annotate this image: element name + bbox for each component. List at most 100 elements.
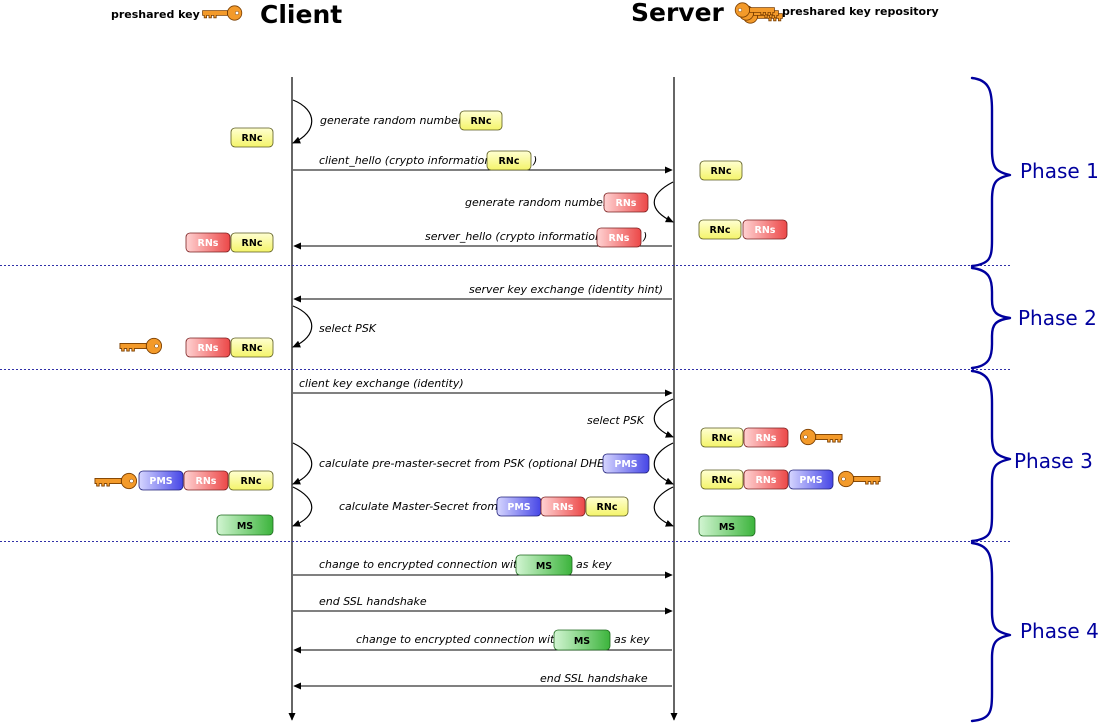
token-rns: RNs	[596, 227, 642, 248]
svg-text:MS: MS	[719, 522, 735, 533]
server-self-arrow	[653, 398, 674, 438]
server-psk-key-icon	[799, 428, 843, 446]
svg-text:RNc: RNc	[712, 433, 733, 444]
client-key-icon	[202, 5, 243, 21]
msg-generate-random-client: generate random number	[320, 114, 464, 127]
token-ms: MS	[515, 554, 573, 576]
server-self-arrow	[653, 181, 674, 223]
phase-4-label: Phase 4	[1020, 619, 1099, 643]
token-pms: PMS	[788, 469, 834, 490]
token-rnc: RNc	[230, 232, 274, 253]
msg-generate-random-server: generate random number	[465, 196, 609, 209]
phase-4-brace	[970, 541, 1012, 723]
token-rns: RNs	[540, 496, 586, 517]
svg-text:RNc: RNc	[710, 225, 731, 236]
svg-text:PMS: PMS	[149, 476, 172, 487]
svg-text:RNs: RNs	[609, 233, 630, 244]
svg-text:RNs: RNs	[198, 238, 219, 249]
svg-text:RNs: RNs	[553, 502, 574, 513]
msg-select-psk-server: select PSK	[587, 414, 645, 427]
token-rnc: RNc	[700, 469, 744, 490]
token-ms: MS	[216, 514, 274, 536]
phase-dividers	[0, 265, 1010, 542]
client-self-arrow	[292, 442, 313, 485]
svg-text:MS: MS	[536, 561, 552, 572]
token-rns: RNs	[742, 219, 788, 240]
client-self-arrow	[292, 99, 313, 144]
token-rns: RNs	[743, 427, 789, 448]
server-psk-key-icon	[837, 470, 881, 488]
phase-3-brace	[970, 369, 1012, 543]
svg-text:RNc: RNc	[241, 476, 262, 487]
server-key-label: preshared key repository	[782, 5, 939, 18]
msg-as-key-2: as key	[614, 633, 650, 646]
client-psk-key-icon	[119, 337, 163, 355]
svg-text:RNs: RNs	[196, 476, 217, 487]
token-ms: MS	[698, 515, 756, 537]
token-rns: RNs	[743, 469, 789, 490]
token-rns: RNs	[183, 470, 229, 491]
svg-text:RNs: RNs	[756, 475, 777, 486]
msg-client-hello: client_hello (crypto information,	[319, 154, 495, 167]
msg-change-encrypted-2: change to encrypted connection with	[356, 633, 561, 646]
msg-calc-pms: calculate pre-master-secret from PSK (op…	[319, 457, 608, 470]
svg-text:RNc: RNc	[242, 238, 263, 249]
token-rnc: RNc	[699, 160, 743, 181]
token-pms: PMS	[496, 496, 542, 517]
phase-2-label: Phase 2	[1018, 306, 1097, 330]
svg-text:RNs: RNs	[616, 198, 637, 209]
svg-text:RNc: RNc	[242, 343, 263, 354]
phase-2-brace	[970, 266, 1012, 370]
client-self-arrow	[292, 305, 313, 348]
token-rnc: RNc	[459, 110, 503, 131]
msg-client-hello-close: )	[532, 154, 537, 167]
msg-server-hello: server_hello (crypto information,	[425, 230, 605, 243]
svg-text:RNs: RNs	[755, 225, 776, 236]
svg-text:RNc: RNc	[499, 156, 520, 167]
client-psk-key-icon	[94, 472, 138, 490]
phase-3-label: Phase 3	[1014, 449, 1093, 473]
phase-1-label: Phase 1	[1020, 159, 1099, 183]
client-title: Client	[260, 0, 342, 29]
token-ms: MS	[553, 629, 611, 651]
token-pms: PMS	[602, 453, 650, 474]
msg-end-ssl-2: end SSL handshake	[540, 672, 648, 685]
svg-text:RNc: RNc	[597, 502, 618, 513]
token-rnc: RNc	[228, 470, 274, 491]
svg-text:RNs: RNs	[198, 343, 219, 354]
server-keyring-icon	[734, 2, 783, 24]
svg-text:RNc: RNc	[471, 116, 492, 127]
token-rns: RNs	[603, 192, 649, 213]
token-pms: PMS	[138, 470, 184, 491]
client-self-arrow	[292, 486, 313, 527]
svg-text:RNc: RNc	[242, 133, 263, 144]
phase-1-brace	[970, 76, 1012, 268]
msg-calc-ms: calculate Master-Secret from	[339, 500, 498, 513]
svg-text:PMS: PMS	[614, 459, 637, 470]
svg-text:MS: MS	[574, 636, 590, 647]
token-rnc: RNc	[230, 127, 274, 148]
server-title: Server	[631, 0, 725, 27]
msg-client-key-exchange: client key exchange (identity)	[299, 377, 464, 390]
token-rnc: RNc	[585, 496, 629, 517]
token-rnc: RNc	[486, 150, 532, 171]
svg-text:RNc: RNc	[711, 166, 732, 177]
msg-change-encrypted-1: change to encrypted connection with	[319, 558, 524, 571]
msg-server-key-exchange: server key exchange (identity hint)	[469, 283, 663, 296]
svg-text:PMS: PMS	[799, 475, 822, 486]
msg-server-hello-close: )	[642, 230, 647, 243]
svg-text:MS: MS	[237, 521, 253, 532]
svg-text:RNc: RNc	[712, 475, 733, 486]
svg-text:RNs: RNs	[756, 433, 777, 444]
msg-as-key-1: as key	[576, 558, 612, 571]
svg-text:PMS: PMS	[507, 502, 530, 513]
token-rns: RNs	[185, 337, 231, 358]
server-self-arrow	[653, 442, 674, 485]
token-rns: RNs	[185, 232, 231, 253]
server-self-arrow	[653, 486, 674, 527]
token-rnc: RNc	[700, 427, 744, 448]
token-rnc: RNc	[698, 219, 742, 240]
client-key-label: preshared key	[111, 8, 200, 21]
msg-select-psk-client: select PSK	[319, 322, 377, 335]
